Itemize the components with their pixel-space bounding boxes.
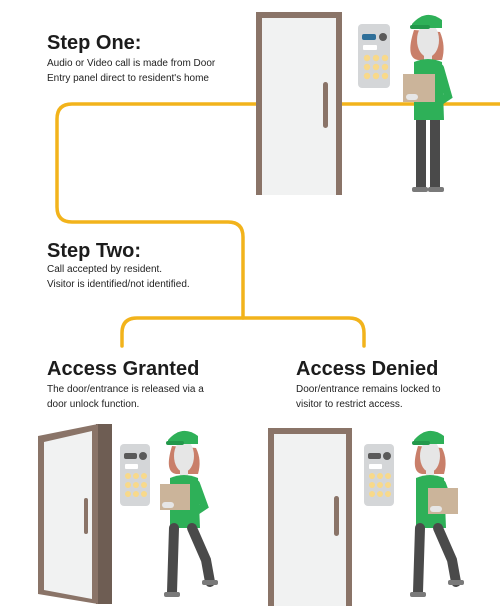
step-one-description: Audio or Video call is made from Door En… bbox=[47, 56, 247, 86]
step-one-line-1: Audio or Video call is made from Door bbox=[47, 58, 216, 69]
granted-intercom-panel-icon bbox=[120, 444, 150, 506]
access-denied-line-2: visitor to restrict access. bbox=[296, 399, 403, 410]
access-granted-line-2: door unlock function. bbox=[47, 399, 140, 410]
top-door-icon bbox=[256, 12, 342, 195]
step-two-title: Step Two: bbox=[47, 240, 142, 262]
granted-parcel-icon bbox=[160, 484, 190, 510]
access-granted-description: The door/entrance is released via a door… bbox=[47, 382, 217, 412]
top-intercom-panel-icon bbox=[358, 24, 390, 88]
access-granted-title: Access Granted bbox=[47, 358, 200, 380]
access-denied-line-1: Door/entrance remains locked to bbox=[296, 384, 441, 395]
step-two-line-2: Visitor is identified/not identified. bbox=[47, 279, 190, 290]
step-one-line-2: Entry panel direct to resident's home bbox=[47, 73, 209, 84]
denied-closed-door-icon bbox=[268, 428, 352, 606]
top-delivery-person-icon bbox=[410, 14, 453, 192]
step-two-description: Call accepted by resident. Visitor is id… bbox=[47, 262, 247, 292]
top-parcel-icon bbox=[403, 74, 435, 102]
denied-parcel-icon bbox=[428, 488, 458, 514]
access-denied-description: Door/entrance remains locked to visitor … bbox=[296, 382, 466, 412]
step-one-title: Step One: bbox=[47, 32, 142, 54]
connector-split bbox=[120, 316, 366, 348]
access-granted-line-1: The door/entrance is released via a bbox=[47, 384, 204, 395]
granted-delivery-person-icon bbox=[164, 430, 218, 597]
access-denied-title: Access Denied bbox=[296, 358, 439, 380]
connector-top-left bbox=[55, 102, 260, 320]
step-two-line-1: Call accepted by resident. bbox=[47, 264, 163, 275]
denied-intercom-panel-icon bbox=[364, 444, 394, 506]
granted-open-door-icon bbox=[38, 424, 112, 604]
